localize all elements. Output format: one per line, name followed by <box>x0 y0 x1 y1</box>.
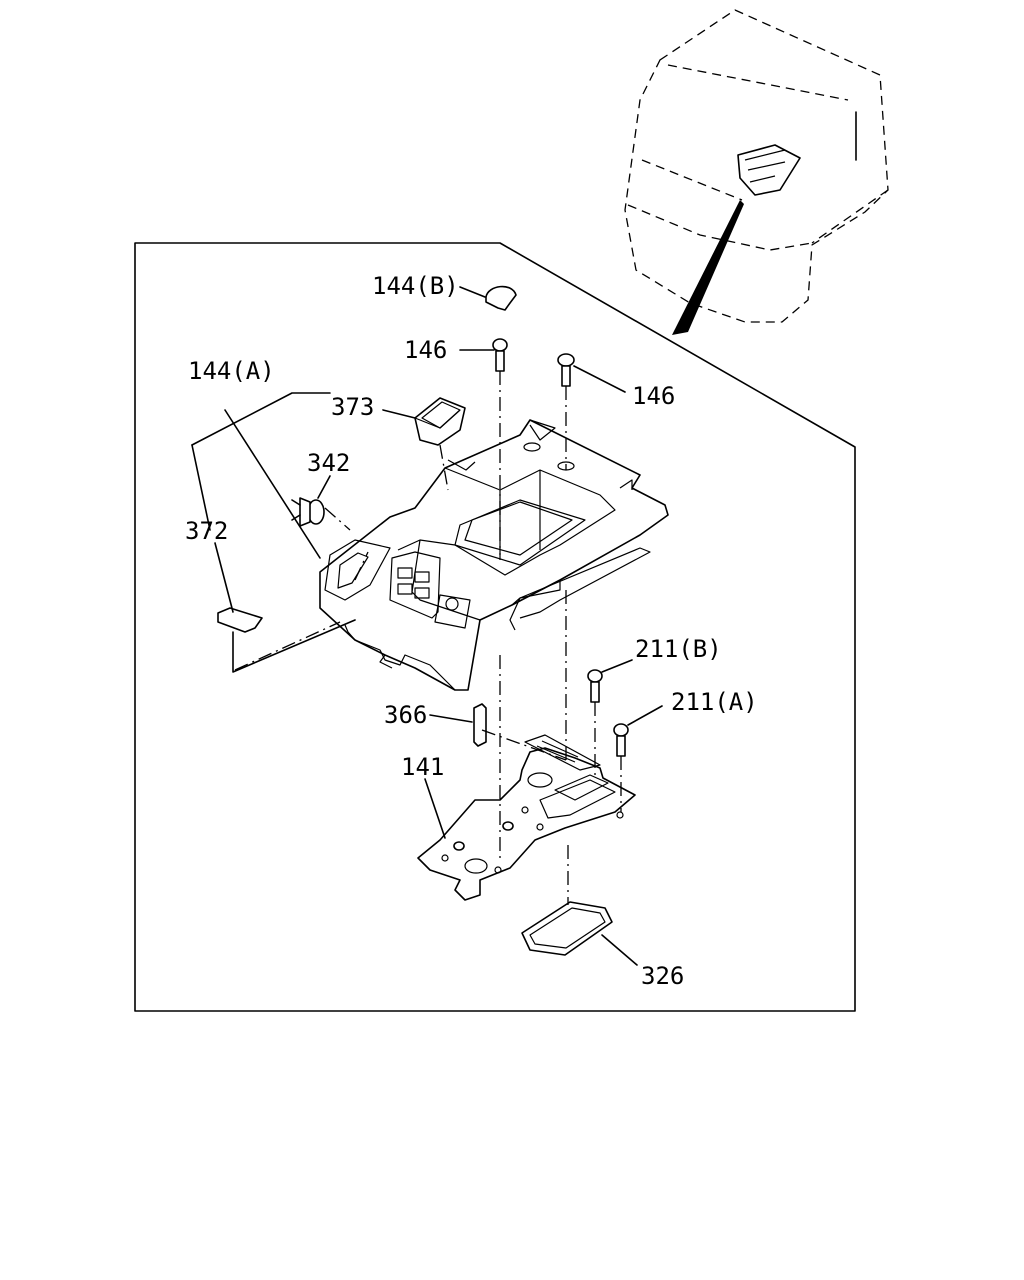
leader-lines <box>317 286 663 966</box>
callout-211a: 211(A) <box>671 688 758 716</box>
assembly-lines <box>234 371 622 905</box>
callout-146-right: 146 <box>632 382 675 410</box>
callout-144a: 144(A) <box>188 357 275 385</box>
callout-373: 373 <box>331 393 374 421</box>
cab-locator <box>624 9 889 335</box>
group-bracket-144a <box>191 392 356 673</box>
screw-211a <box>613 723 629 757</box>
locator-pointer <box>672 200 744 335</box>
callout-342: 342 <box>307 449 350 477</box>
screw-146-right <box>557 353 575 387</box>
cover-372 <box>217 607 263 633</box>
callouts: 144(B) 146 146 144(A) 373 342 372 211(B)… <box>185 272 758 990</box>
callout-146-left: 146 <box>404 336 447 364</box>
bracket-141 <box>417 734 636 901</box>
diagram-frame <box>134 242 856 1012</box>
callout-144b: 144(B) <box>372 272 459 300</box>
screw-146-left <box>492 338 508 372</box>
callout-141: 141 <box>401 753 444 781</box>
callout-366: 366 <box>384 701 427 729</box>
clip-342 <box>291 497 325 527</box>
callout-211b: 211(B) <box>635 635 722 663</box>
screw-211b <box>587 669 603 703</box>
callout-326: 326 <box>641 962 684 990</box>
boot-326 <box>521 901 613 956</box>
callout-372: 372 <box>185 517 228 545</box>
center-console <box>319 419 669 691</box>
cup-holder-373 <box>414 397 466 446</box>
part-366 <box>473 703 487 747</box>
cap-144b <box>485 285 517 311</box>
